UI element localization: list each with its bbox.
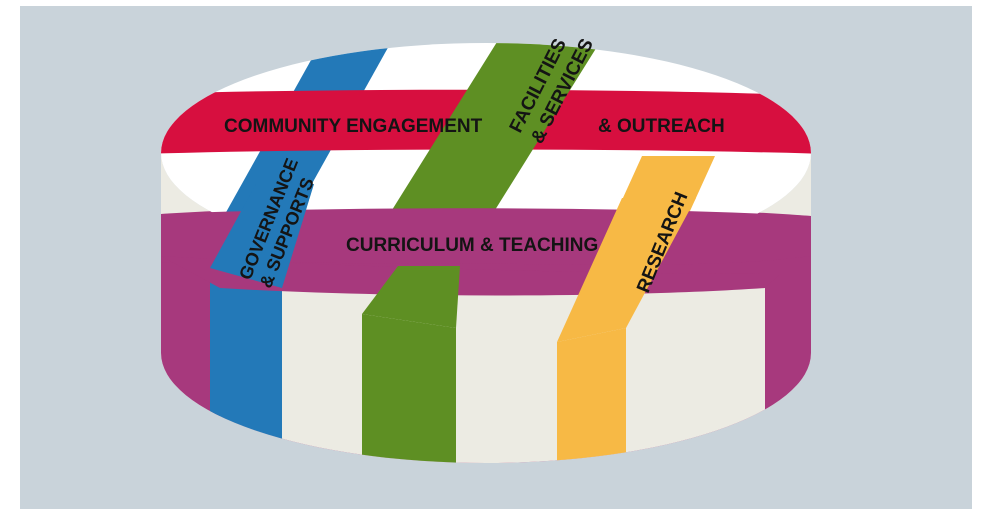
- facilities-band-front: [362, 266, 460, 328]
- sustainability-disc-diagram: COMMUNITY ENGAGEMENT & OUTREACH FACILITI…: [20, 6, 972, 509]
- disc-side-front: [220, 284, 765, 463]
- research-band-front: [557, 198, 696, 342]
- community-label-left: COMMUNITY ENGAGEMENT: [224, 116, 483, 137]
- community-label-right: & OUTREACH: [598, 116, 725, 137]
- facilities-band-top: [357, 43, 610, 263]
- curriculum-label: CURRICULUM & TEACHING: [346, 235, 598, 256]
- diagram-background: COMMUNITY ENGAGEMENT & OUTREACH FACILITI…: [20, 6, 972, 509]
- governance-band-front: [210, 184, 314, 288]
- facilities-stripe-side: [362, 314, 456, 463]
- research-stripe-side: [557, 328, 626, 463]
